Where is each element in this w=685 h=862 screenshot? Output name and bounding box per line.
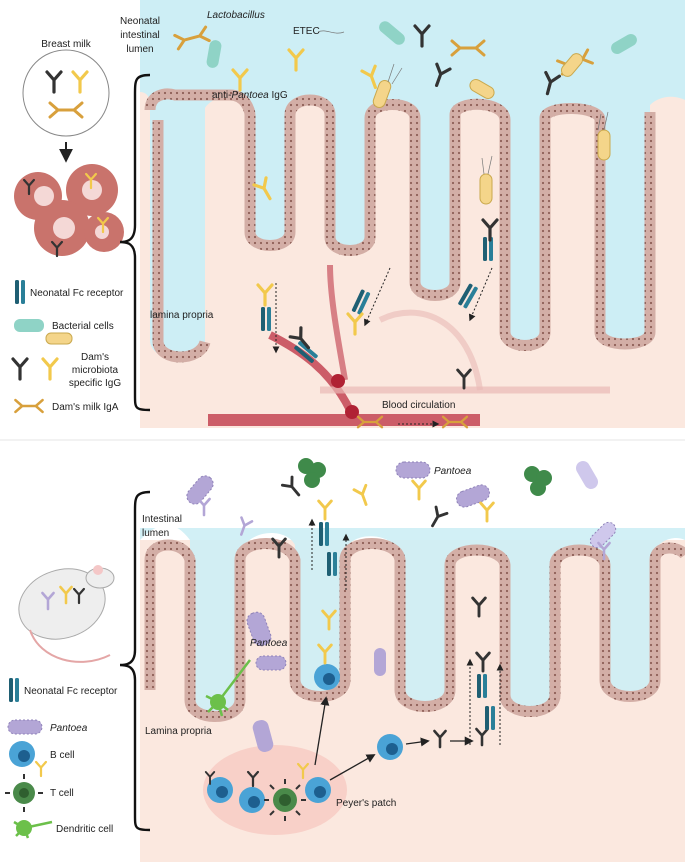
lactobacillus-label: Lactobacillus [207, 10, 265, 21]
pantoea-icon [374, 648, 386, 676]
microbe-cluster-icon [298, 458, 326, 488]
b-cell-icon [305, 777, 331, 803]
t-cell-icon [264, 779, 306, 821]
pantoea-icon [252, 720, 274, 752]
bacterial-cell-icon [379, 21, 405, 45]
blood-circulation-label: Blood circulation [382, 400, 455, 411]
lamina-propria-bottom-label: Lamina propria [145, 726, 212, 737]
breast-milk-label: Breast milk [41, 39, 91, 50]
etec-icon [372, 79, 392, 109]
legend-b-cell-icon [9, 741, 35, 767]
legend-bacterial-label: Bacterial cells [52, 321, 114, 332]
legend-t-cell-icon [5, 774, 43, 812]
legend-igg-dark-icon [11, 357, 29, 381]
neonatal-lumen-line3: lumen [126, 44, 153, 55]
bacterial-cell-icon [611, 34, 637, 54]
b-cell-icon [314, 664, 340, 690]
milk-clot-icon [14, 164, 124, 258]
etec-icon [469, 79, 495, 99]
b-cell-icon [207, 777, 233, 803]
etec-label: ETEC [293, 26, 320, 37]
legend-t-cell-label: T cell [50, 788, 74, 799]
neonatal-lumen-line1: Neonatal [120, 16, 160, 27]
legend-fc-receptor-bottom-label: Neonatal Fc receptor [24, 686, 118, 697]
legend-fc-receptor-icon [9, 678, 19, 702]
pantoea-icon [576, 461, 598, 489]
anti-pantoea-label: anti-Pantoea IgG [212, 90, 288, 101]
top-epithelium [144, 88, 656, 351]
legend-dendritic-icon [13, 820, 53, 839]
etec-icon [479, 173, 493, 205]
intestinal-lumen-line1: Intestinal [142, 514, 182, 525]
blood-vessel-branch [268, 331, 354, 412]
legend-iga-label: Dam's milk IgA [52, 402, 119, 413]
etec-icon [561, 53, 583, 77]
mouse-icon [18, 565, 115, 663]
pantoea-top-label: Pantoea [434, 466, 472, 477]
legend-bacterial-icon [14, 319, 44, 332]
dendritic-cell-icon [205, 659, 251, 717]
microbe-cluster-icon [524, 466, 552, 496]
etec-icon [597, 129, 611, 161]
intestinal-lumen-line2: lumen [142, 528, 169, 539]
lamina-propria-label: lamina propria [150, 310, 214, 321]
pantoea-icon [246, 611, 272, 647]
neonatal-lumen-line2: intestinal [120, 30, 159, 41]
legend-igg-yellow-icon [41, 357, 59, 381]
legend-pantoea-label: Pantoea [50, 723, 88, 734]
legend-igg-line2: microbiota [72, 365, 119, 376]
red-blood-cell [331, 374, 345, 388]
legend-b-cell-label: B cell [50, 750, 74, 761]
bottom-panel: Intestinal lumen Pantoea Pantoea Lamina … [5, 450, 685, 862]
pantoea-icon [255, 655, 287, 671]
legend-dendritic-label: Dendritic cell [56, 824, 113, 835]
legend-igg-line1: Dam's [81, 352, 109, 363]
bottom-brace [119, 490, 151, 832]
top-brace [119, 73, 151, 412]
legend-iga-icon [14, 398, 44, 414]
b-cell-icon [239, 787, 265, 813]
peyers-patch [203, 745, 347, 835]
top-panel: Breast milk Neonatal intestinal lumen La… [11, 0, 685, 429]
peyers-patch-label: Peyer's patch [336, 798, 396, 809]
bottom-epithelium [144, 538, 685, 722]
red-blood-cell [345, 405, 359, 419]
legend-fc-receptor-icon [15, 280, 25, 304]
legend-igg-line3: specific IgG [69, 378, 121, 389]
legend-fc-receptor-label: Neonatal Fc receptor [30, 288, 124, 299]
top-left-villus [152, 120, 211, 363]
pantoea-left-label: Pantoea [250, 638, 288, 649]
pantoea-icon [589, 521, 617, 549]
pantoea-icon [395, 461, 431, 479]
pantoea-icon [456, 484, 490, 508]
pantoea-icon [186, 475, 214, 505]
lactobacillus-icon [206, 40, 222, 68]
breast-milk-circle [22, 49, 110, 137]
legend-pantoea-icon [7, 719, 43, 735]
b-cell-icon [377, 734, 403, 760]
